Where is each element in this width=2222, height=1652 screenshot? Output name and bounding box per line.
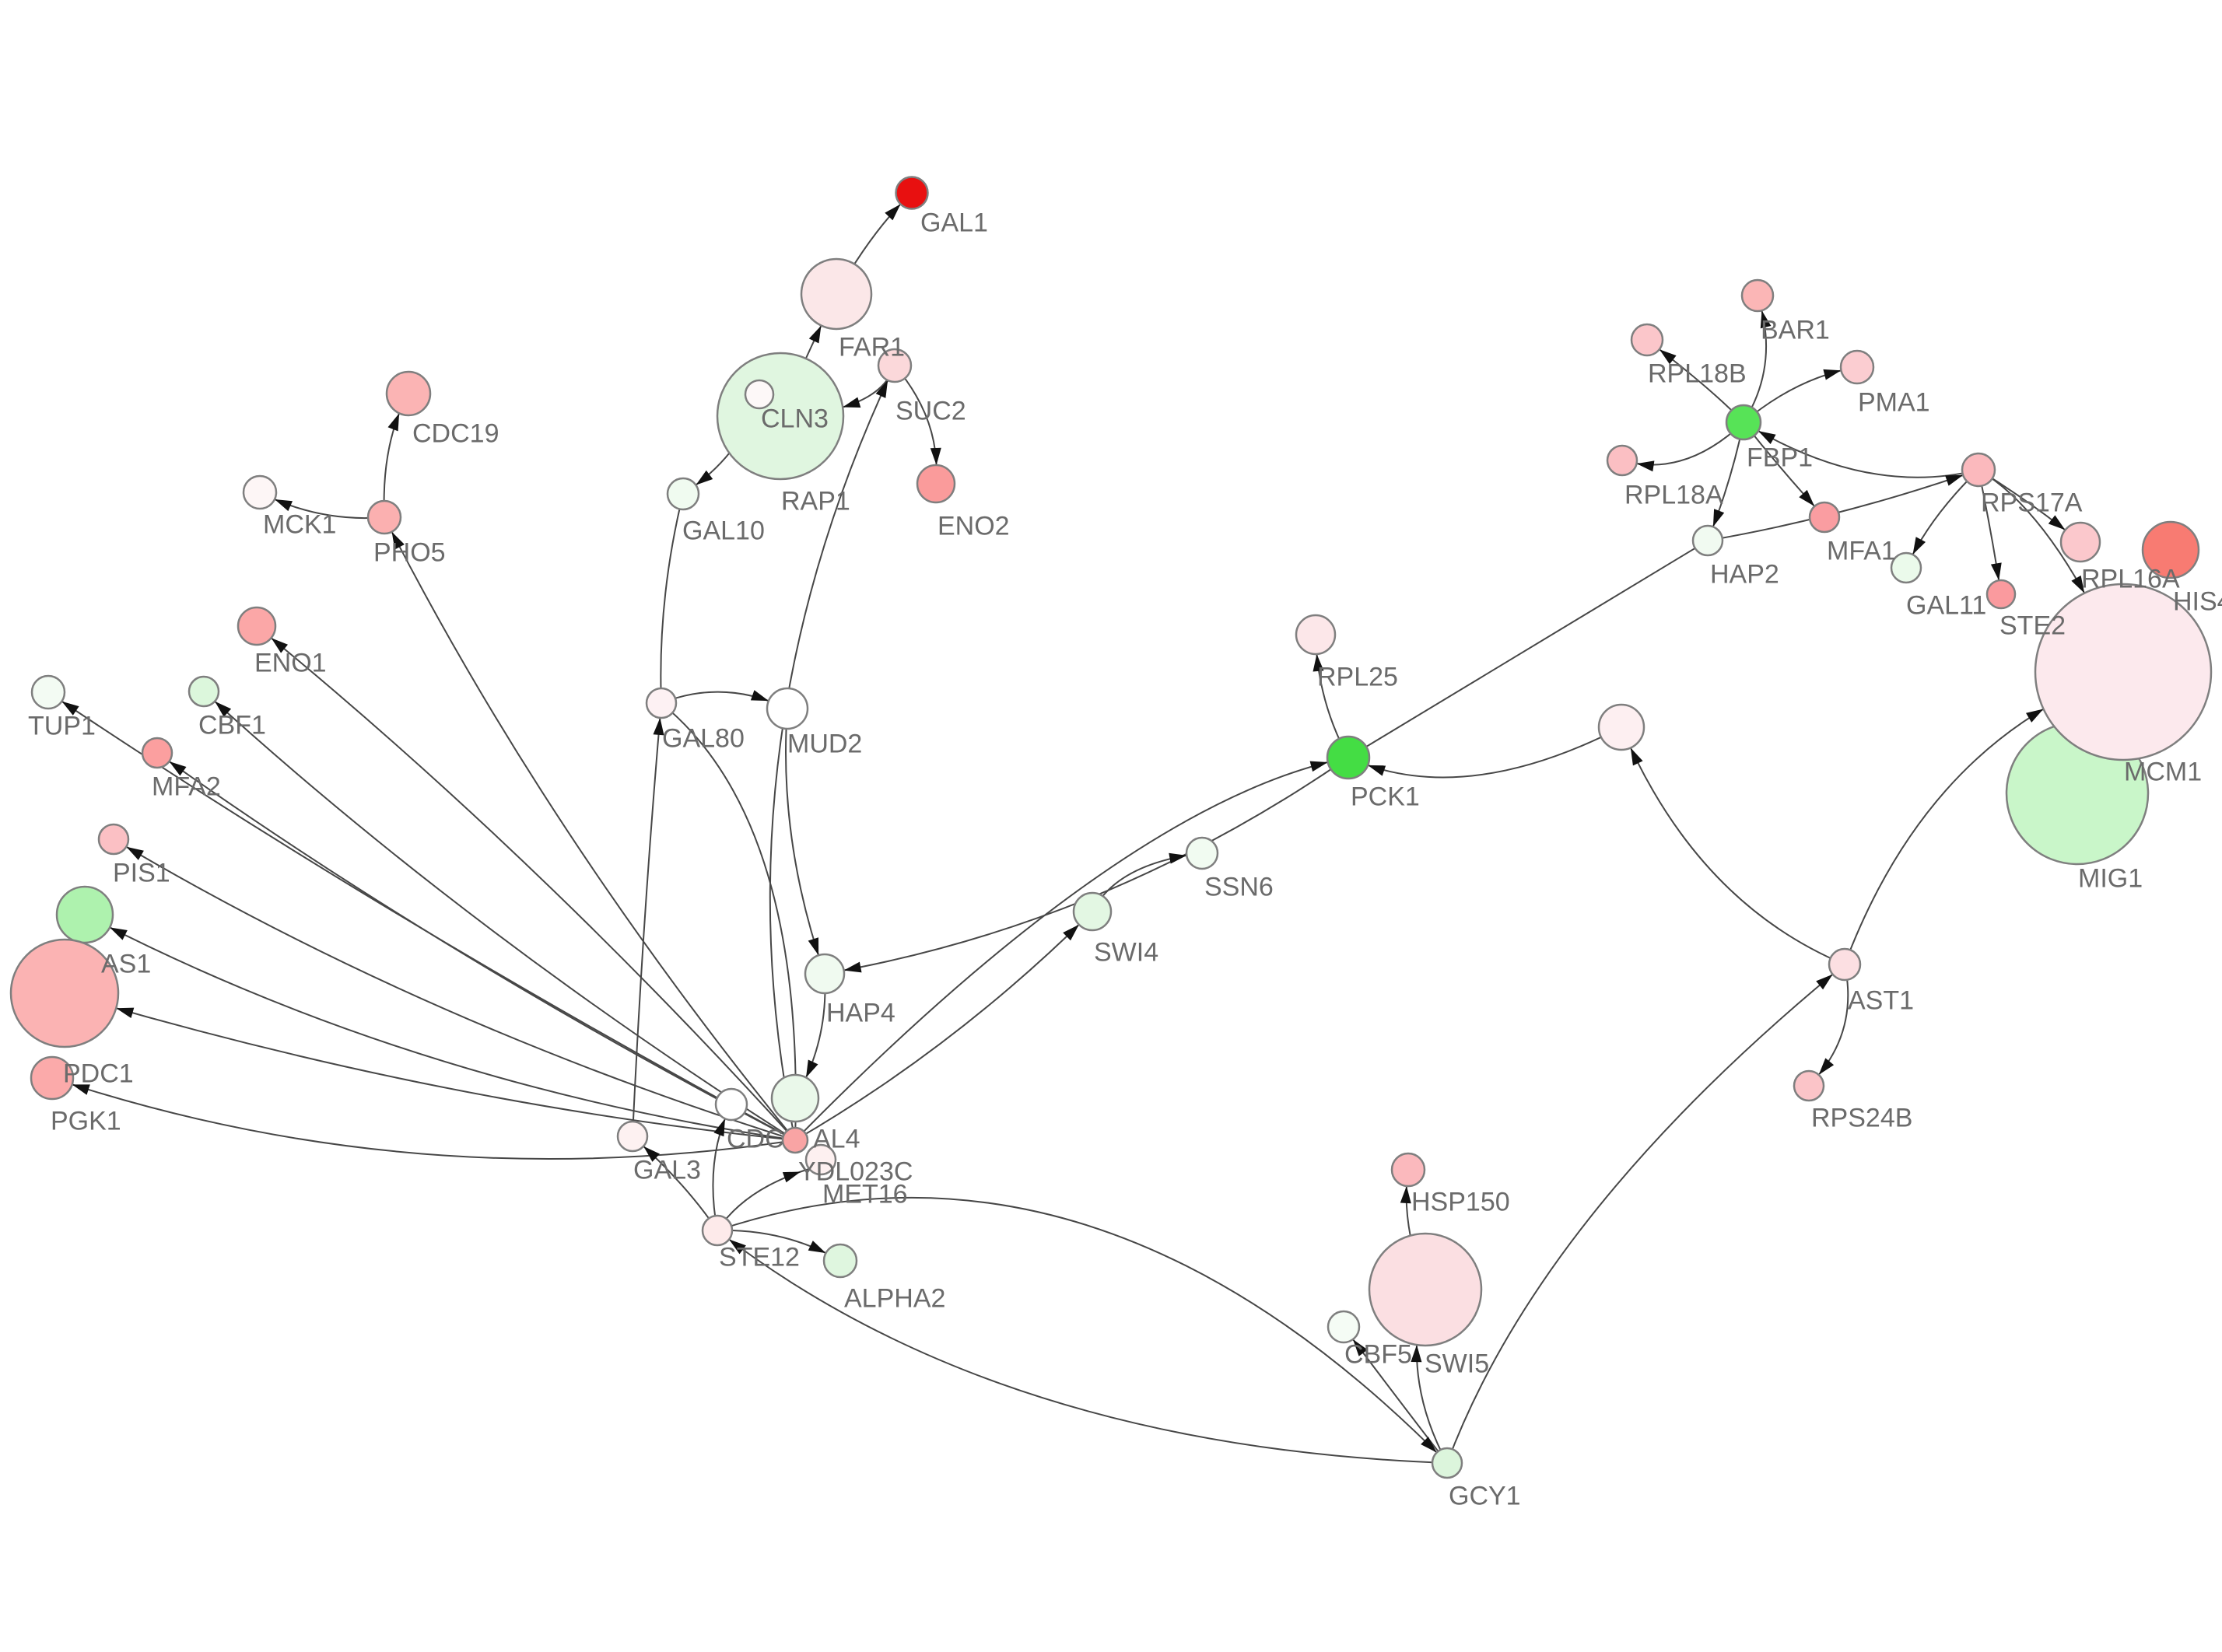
svg-text:SWI5: SWI5 — [1425, 1349, 1489, 1379]
svg-text:AST1: AST1 — [1848, 986, 1914, 1016]
svg-text:HSP150: HSP150 — [1411, 1188, 1510, 1217]
svg-text:GAL10: GAL10 — [682, 516, 765, 546]
svg-text:STE12: STE12 — [719, 1243, 800, 1272]
svg-text:GAL11: GAL11 — [1906, 591, 1986, 621]
svg-text:HAP4: HAP4 — [826, 999, 895, 1028]
svg-text:BAR1: BAR1 — [1761, 316, 1830, 345]
svg-text:RPL25: RPL25 — [1317, 663, 1398, 692]
svg-text:RPL18B: RPL18B — [1648, 359, 1747, 389]
svg-text:RPL16A: RPL16A — [2081, 565, 2180, 594]
svg-text:ALPHA2: ALPHA2 — [844, 1284, 945, 1314]
svg-text:MIG1: MIG1 — [2078, 864, 2143, 894]
svg-text:STE2: STE2 — [1999, 611, 2066, 641]
svg-text:PIS1: PIS1 — [113, 859, 170, 888]
svg-text:MFA1: MFA1 — [1827, 537, 1896, 566]
svg-text:ENO1: ENO1 — [254, 649, 327, 678]
svg-text:AS1: AS1 — [101, 950, 151, 979]
svg-text:MFA2: MFA2 — [152, 772, 221, 802]
svg-text:CLN3: CLN3 — [761, 404, 829, 434]
svg-text:SUC2: SUC2 — [895, 397, 966, 426]
svg-text:GAL80: GAL80 — [662, 724, 745, 754]
svg-text:AL4: AL4 — [813, 1125, 860, 1154]
svg-text:CBF1: CBF1 — [198, 711, 266, 740]
svg-text:PHO5: PHO5 — [373, 538, 446, 568]
svg-text:CDC: CDC — [727, 1125, 784, 1154]
svg-text:FAR1: FAR1 — [839, 333, 905, 362]
svg-text:ENO2: ENO2 — [938, 512, 1010, 541]
svg-text:MUD2: MUD2 — [787, 730, 862, 759]
svg-text:RAP1: RAP1 — [781, 487, 850, 516]
svg-text:FBP1: FBP1 — [1747, 443, 1813, 473]
svg-text:MCM1: MCM1 — [2124, 758, 2202, 787]
svg-text:GAL3: GAL3 — [633, 1156, 701, 1185]
svg-text:GCY1: GCY1 — [1449, 1482, 1521, 1511]
svg-text:MCK1: MCK1 — [263, 510, 336, 540]
svg-text:RPS24B: RPS24B — [1811, 1104, 1912, 1133]
svg-text:PMA1: PMA1 — [1858, 388, 1930, 418]
svg-text:CDC19: CDC19 — [412, 419, 499, 449]
svg-text:GAL1: GAL1 — [920, 208, 988, 238]
svg-text:PDC1: PDC1 — [63, 1059, 134, 1089]
svg-text:HIS4: HIS4 — [2173, 587, 2222, 617]
svg-text:RPL18A: RPL18A — [1624, 481, 1723, 510]
svg-text:TUP1: TUP1 — [28, 712, 96, 741]
svg-text:MET16: MET16 — [822, 1180, 908, 1209]
svg-text:RPS17A: RPS17A — [1981, 488, 2083, 518]
svg-text:SSN6: SSN6 — [1204, 873, 1274, 902]
svg-text:YDL023C: YDL023C — [798, 1157, 913, 1187]
svg-text:HAP2: HAP2 — [1710, 560, 1779, 590]
svg-text:PGK1: PGK1 — [51, 1107, 121, 1136]
svg-text:PCK1: PCK1 — [1351, 782, 1420, 812]
svg-text:SWI4: SWI4 — [1094, 938, 1158, 968]
svg-text:CBF5: CBF5 — [1344, 1340, 1412, 1370]
